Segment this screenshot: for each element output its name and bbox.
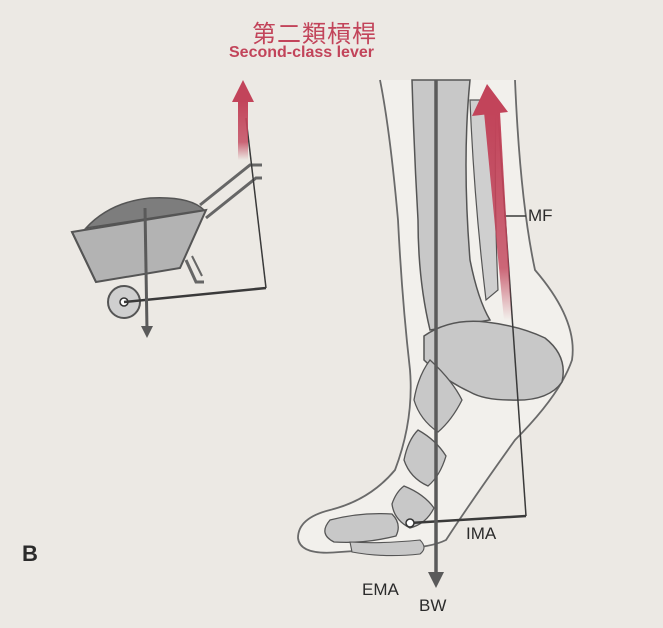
label-ima: IMA [466,524,497,543]
title-chinese: 第二類槓桿 [252,20,377,48]
wheelbarrow-lever-lines [123,117,267,338]
muscle-force-arrow [472,84,512,320]
wheelbarrow-icon [70,163,262,319]
body-weight-arrow [428,80,444,588]
panel-label: B [22,541,38,566]
title-english: Second-class lever [229,44,374,61]
label-mf: MF [528,206,553,225]
label-bw: BW [419,596,447,615]
wheelbarrow-effort-arrow [232,80,254,160]
label-ema: EMA [362,580,399,599]
